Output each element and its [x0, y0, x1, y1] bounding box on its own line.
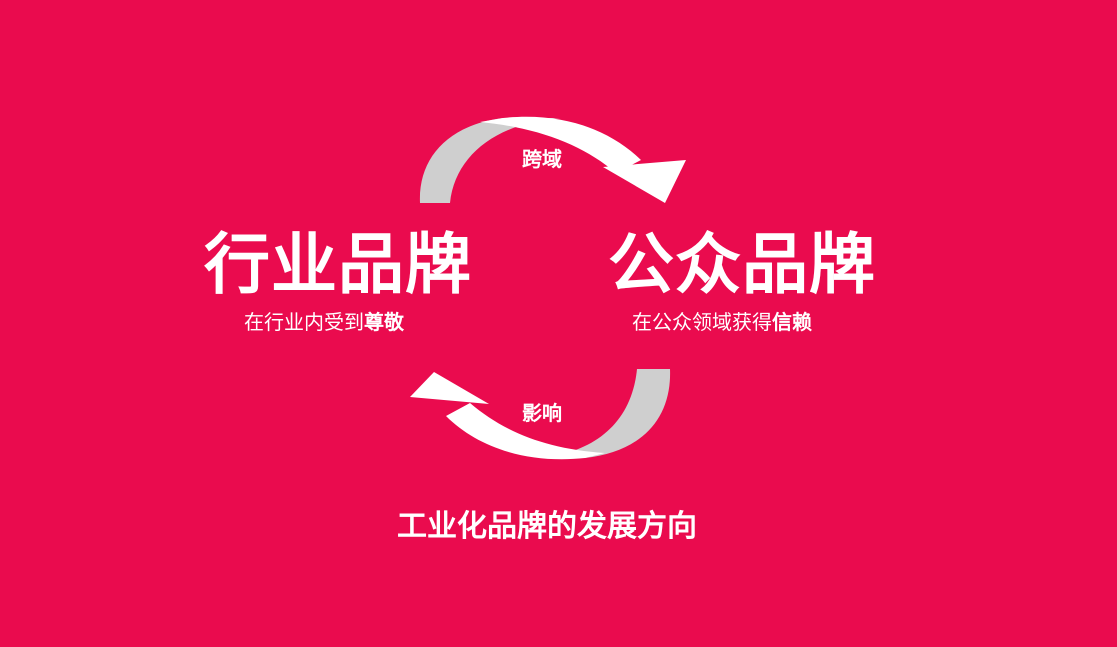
- bottom-arrow-ribbon: [446, 403, 605, 460]
- top-cycle-arrow: [419, 116, 686, 203]
- slide-caption: 工业化品牌的发展方向: [397, 509, 697, 544]
- cross-domain-label: 跨域: [522, 147, 562, 171]
- public-subtitle-emphasis: 信赖: [772, 310, 812, 334]
- top-arrow-back-band: [419, 118, 560, 203]
- bottom-cycle-arrow: [410, 369, 671, 460]
- bottom-arrowhead: [410, 372, 489, 404]
- public-subtitle-text: 在公众领域获得: [632, 310, 772, 334]
- public-brand-title: 公众品牌: [608, 226, 876, 303]
- industry-brand-title: 行业品牌: [204, 226, 472, 303]
- industry-brand-subtitle: 在行业内受到尊敬: [244, 312, 404, 332]
- top-arrowhead: [603, 160, 686, 203]
- top-arrow-ribbon: [480, 116, 641, 173]
- public-brand-subtitle: 在公众领域获得信赖: [632, 312, 812, 332]
- industry-subtitle-text: 在行业内受到: [244, 310, 364, 334]
- influence-label: 影响: [522, 401, 562, 425]
- industry-subtitle-emphasis: 尊敬: [364, 310, 404, 334]
- bottom-arrow-back-band: [540, 369, 671, 458]
